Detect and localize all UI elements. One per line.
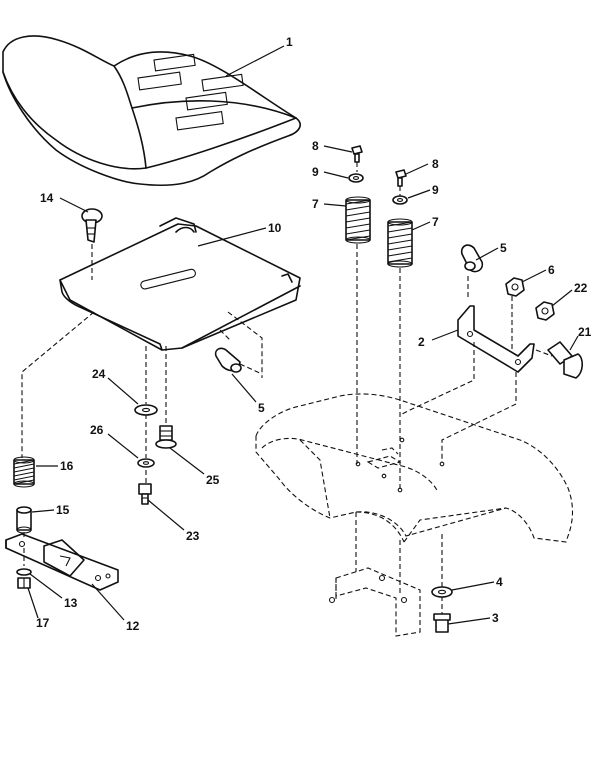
washer-4-part	[431, 586, 453, 598]
bolt-21-part	[547, 341, 584, 379]
washer-9-left-part	[348, 173, 364, 183]
plate-12-part	[5, 532, 119, 591]
callout-8-left: 8	[312, 139, 319, 153]
clip-right-part	[460, 244, 484, 300]
spring-7-right-part	[387, 218, 413, 268]
callout-5-right: 5	[500, 241, 507, 255]
callout-3: 3	[492, 611, 499, 625]
callout-6: 6	[548, 263, 555, 277]
bolt-3-part	[433, 613, 451, 633]
callout-8-right: 8	[432, 157, 439, 171]
washer-24-part	[134, 404, 158, 416]
bolt-8-left-part	[351, 145, 363, 163]
nut-17-part	[17, 577, 31, 589]
callout-23: 23	[186, 529, 200, 543]
spring-7-left-part	[345, 196, 371, 244]
spring-dashed-lines	[356, 162, 401, 490]
callout-15: 15	[56, 503, 70, 517]
callout-22: 22	[574, 281, 588, 295]
knob-part	[81, 208, 103, 243]
callout-26: 26	[90, 423, 104, 437]
bushing-15-part	[16, 506, 32, 534]
callout-24: 24	[92, 367, 106, 381]
tractor-frame-outline	[255, 393, 574, 543]
callout-21: 21	[578, 325, 592, 339]
callout-7-left: 7	[312, 197, 319, 211]
callout-9-left: 9	[312, 165, 319, 179]
callout-leaders	[27, 45, 579, 625]
callout-12: 12	[126, 619, 140, 633]
clip-left-part	[214, 347, 263, 375]
spring-16-part	[13, 456, 35, 488]
nut-6-part	[505, 277, 525, 360]
seat-part	[2, 35, 301, 187]
callout-14: 14	[40, 191, 54, 205]
nut-22-part	[535, 301, 555, 321]
callout-17: 17	[36, 616, 50, 630]
seat-pan-part	[59, 217, 301, 351]
callout-10: 10	[268, 221, 282, 235]
callout-2: 2	[418, 335, 425, 349]
washer-26-part	[137, 458, 155, 468]
callout-13: 13	[64, 596, 78, 610]
callout-5-left: 5	[258, 401, 265, 415]
callout-7-right: 7	[432, 215, 439, 229]
callout-9-right: 9	[432, 183, 439, 197]
lower-mount-bracket-outline	[328, 512, 443, 637]
bracket-2-part	[401, 305, 553, 462]
washer-9-right-part	[392, 195, 408, 205]
callout-25: 25	[206, 473, 220, 487]
bolt-8-right-part	[395, 169, 407, 187]
bolt-25-part	[155, 425, 177, 449]
left-assembly-dashed-lines	[21, 244, 263, 484]
bolt-23-part	[138, 483, 152, 505]
washer-13-part	[16, 568, 32, 576]
callout-4: 4	[496, 575, 503, 589]
callout-labels: 1 10 14 24 5 26 25 16 15 23 12 13 17 8 9…	[36, 35, 592, 633]
callout-16: 16	[60, 459, 74, 473]
callout-1: 1	[286, 35, 293, 49]
